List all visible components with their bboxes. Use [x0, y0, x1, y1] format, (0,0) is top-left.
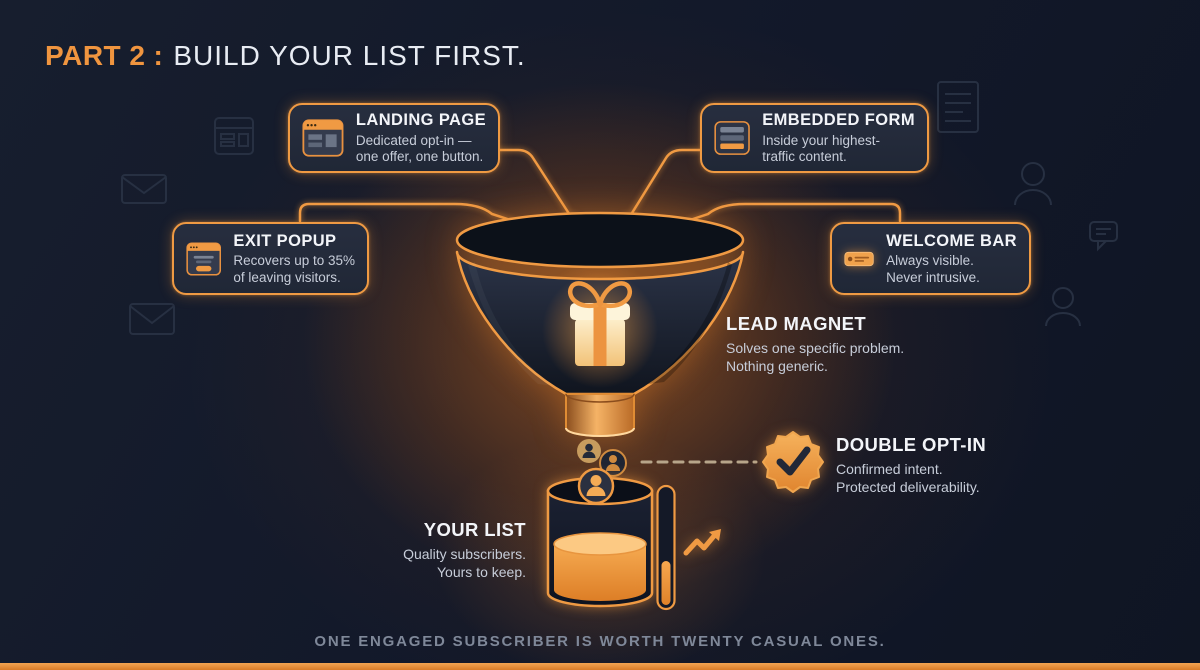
label-title: YOUR LIST [423, 519, 526, 540]
document-icon [937, 81, 979, 133]
callout-desc-line: Dedicated opt-in — [355, 132, 472, 148]
callout-desc-line: Recovers up to 35% [233, 253, 355, 269]
callout-desc-line: of leaving visitors. [233, 269, 341, 285]
label-your-list: YOUR LIST Quality subscribers. Yours to … [330, 519, 526, 581]
popup-window-icon [186, 241, 222, 276]
footer-tagline: ONE ENGAGED SUBSCRIBER IS WORTH TWENTY C… [314, 633, 886, 650]
progress-bar-icon [656, 484, 676, 611]
callout-desc-line: traffic content. [762, 149, 847, 165]
connector-exit-popup [298, 202, 541, 233]
subscriber-avatar-icon [577, 439, 601, 463]
page-title: PART 2: BUILD YOUR LIST FIRST. [45, 40, 526, 72]
callout-title: WELCOME BAR [886, 231, 1017, 250]
label-title: DOUBLE OPT-IN [836, 434, 987, 455]
subscriber-avatar-icon [577, 467, 615, 505]
label-title: LEAD MAGNET [726, 313, 867, 334]
label-desc-line: Yours to keep. [437, 564, 526, 581]
label-double-opt-in: DOUBLE OPT-IN Confirmed intent. Protecte… [836, 434, 1076, 496]
envelope-icon [129, 303, 175, 335]
callout-desc-line: Inside your highest- [762, 132, 881, 148]
label-desc-line: Solves one specific problem. [726, 340, 905, 356]
notification-bar-icon [844, 251, 874, 266]
callout-desc-line: Never intrusive. [886, 269, 980, 285]
title-separator: : [153, 40, 164, 71]
label-desc-line: Nothing generic. [726, 358, 828, 375]
connector-welcome-bar [660, 202, 902, 233]
subscriber-avatar-icon [599, 449, 627, 477]
callout-title: EMBEDDED FORM [762, 111, 915, 130]
callout-embedded-form: EMBEDDED FORM Inside your highest- traff… [700, 103, 929, 173]
callout-title: LANDING PAGE [355, 111, 486, 130]
callout-title: EXIT POPUP [233, 231, 337, 250]
gift-box-icon [542, 272, 658, 388]
callout-desc-line: one offer, one button. [355, 149, 484, 165]
speech-bubble-icon [1089, 221, 1118, 252]
callout-exit-popup: EXIT POPUP Recovers up to 35% of leaving… [172, 222, 369, 295]
label-lead-magnet: LEAD MAGNET Solves one specific problem.… [726, 313, 966, 375]
background-decor-icons [121, 81, 1118, 335]
title-text: BUILD YOUR LIST FIRST. [173, 40, 526, 71]
label-desc-line: Quality subscribers. [403, 546, 526, 562]
person-icon [1014, 162, 1052, 206]
bottom-accent-bar [0, 663, 1200, 670]
browser-window-icon [302, 119, 344, 157]
funnel-icon [455, 211, 745, 437]
growth-arrow-icon [683, 529, 721, 556]
verified-check-badge-icon [762, 431, 824, 493]
label-desc-line: Protected deliverability. [836, 479, 980, 496]
part-label: PART 2 [45, 40, 146, 71]
form-fields-icon [714, 121, 750, 155]
subscriber-jar-icon [546, 476, 654, 608]
connector-lines [298, 148, 902, 233]
browser-icon [214, 117, 254, 155]
connector-embedded-form [622, 148, 702, 229]
label-desc-line: Confirmed intent. [836, 461, 943, 477]
person-icon [1045, 287, 1081, 327]
connector-landing-page [496, 148, 579, 229]
callout-landing-page: LANDING PAGE Dedicated opt-in — one offe… [288, 103, 500, 173]
callout-welcome-bar: WELCOME BAR Always visible. Never intrus… [830, 222, 1031, 295]
callout-desc-line: Always visible. [886, 253, 974, 269]
envelope-icon [121, 174, 167, 204]
